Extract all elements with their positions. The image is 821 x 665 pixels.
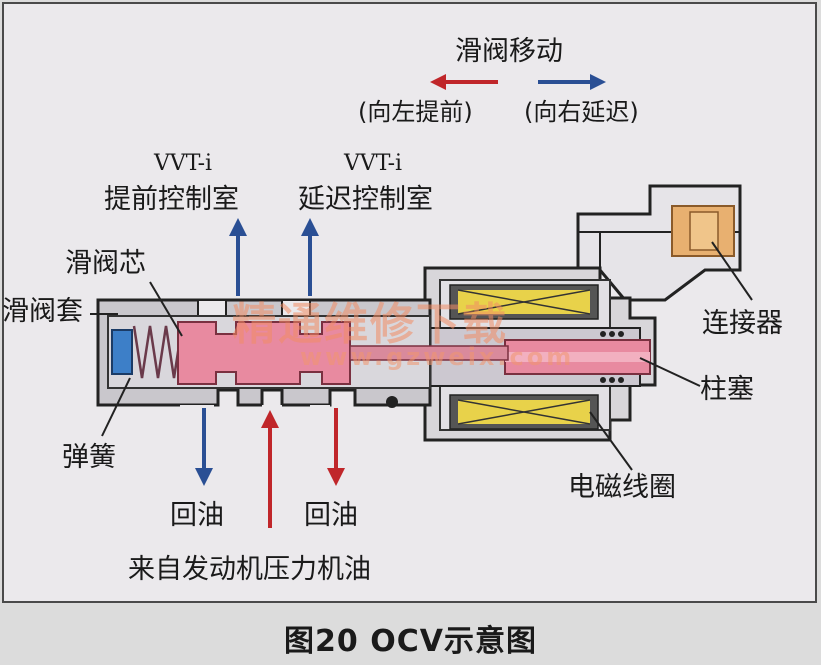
label-sleeve: 滑阀套	[2, 296, 83, 327]
spring-coil	[132, 325, 184, 379]
arrow-return-left	[195, 408, 213, 486]
label-return-oil-left: 回油	[170, 500, 224, 531]
valve-sleeve	[96, 298, 509, 413]
label-vvt-retard-top: VVT-i	[344, 151, 403, 176]
label-vvt-advance-top: VVT-i	[154, 151, 213, 176]
legend-left-arrow	[430, 74, 498, 90]
connector-housing	[576, 184, 742, 302]
arrow-return-right	[327, 408, 345, 486]
label-connector: 连接器	[702, 308, 783, 339]
label-spring: 弹簧	[62, 442, 116, 473]
arrow-to-advance-chamber	[229, 218, 247, 296]
watermark-url: www.gzweix.com	[300, 343, 575, 371]
figure-caption: 图20 OCV示意图	[284, 624, 537, 659]
label-advance-chamber: 提前控制室	[104, 184, 239, 215]
label-engine-oil: 来自发动机压力机油	[128, 554, 371, 585]
leader-lines	[90, 241, 753, 471]
solenoid-housing	[423, 266, 657, 442]
label-slide-valve-move: 滑阀移动	[455, 36, 563, 67]
watermark-text: 精通维修下载	[232, 299, 508, 350]
ocv-diagram	[90, 74, 753, 528]
label-right-retard: (向右延迟)	[524, 98, 639, 126]
label-left-advance: (向左提前)	[358, 98, 473, 126]
arrow-to-retard-chamber	[301, 218, 319, 296]
label-return-oil-right: 回油	[304, 500, 358, 531]
arrow-pressure-in	[261, 410, 279, 528]
legend-right-arrow	[538, 74, 606, 90]
spool-body	[177, 321, 351, 385]
spring-seat	[111, 329, 133, 375]
label-spool: 滑阀芯	[65, 248, 146, 279]
label-coil: 电磁线圈	[568, 472, 676, 503]
label-plunger: 柱塞	[700, 374, 754, 405]
label-retard-chamber: 延迟控制室	[298, 184, 433, 215]
